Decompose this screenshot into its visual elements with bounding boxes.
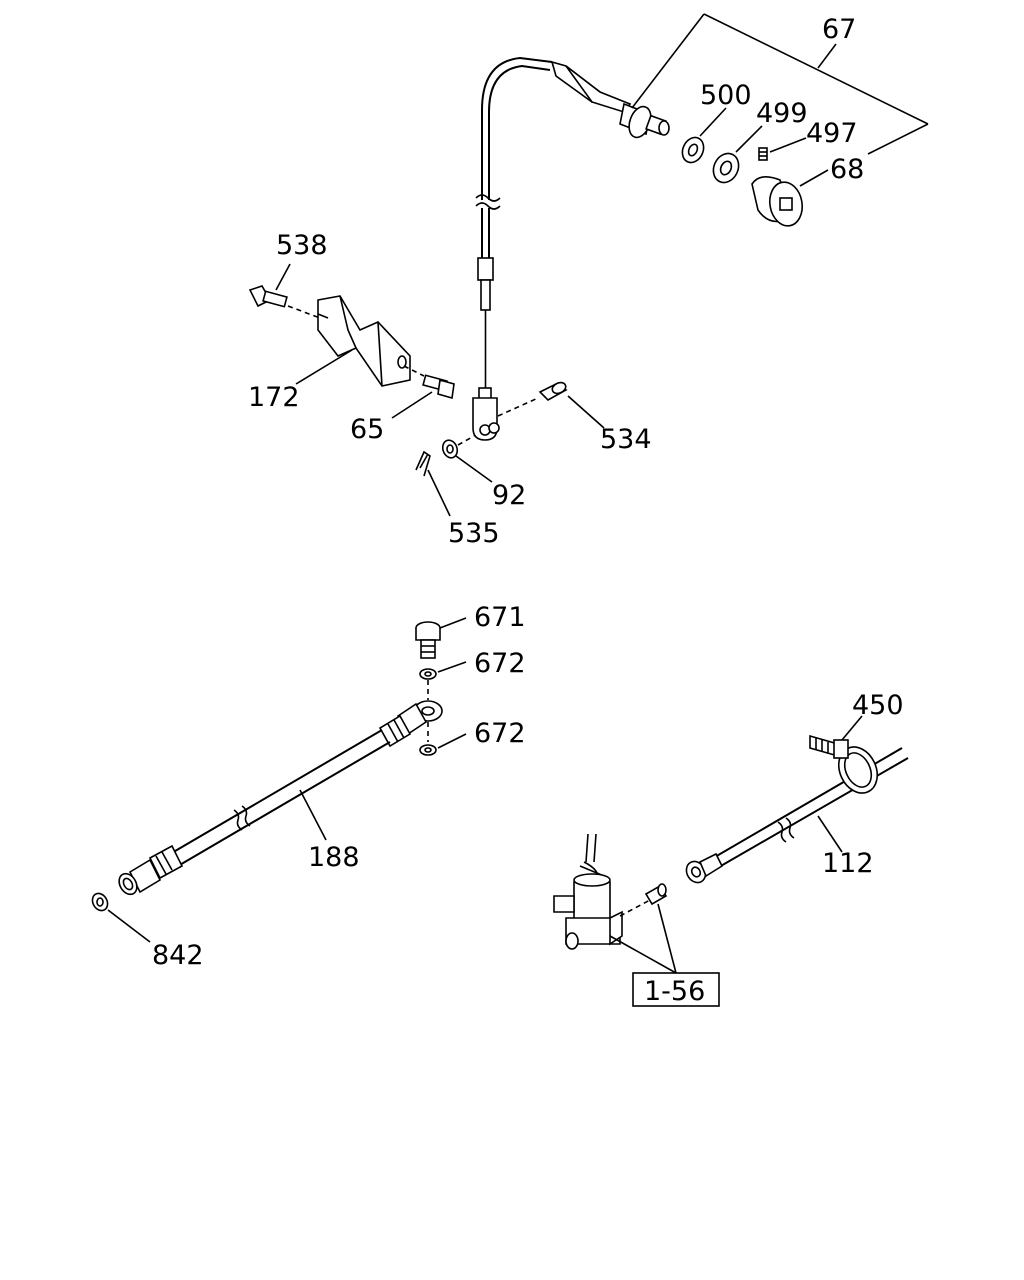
eye-bolt-671 xyxy=(415,621,441,659)
set-screw-497 xyxy=(758,147,768,161)
label-499: 499 xyxy=(756,98,808,129)
label-68: 68 xyxy=(830,154,864,185)
clip-450 xyxy=(809,734,879,794)
leader-538 xyxy=(275,263,291,291)
label-188: 188 xyxy=(308,842,360,873)
leader-535 xyxy=(427,469,451,517)
bolt-538 xyxy=(248,285,321,319)
label-500: 500 xyxy=(700,80,752,111)
label-450: 450 xyxy=(852,690,904,721)
leader-450 xyxy=(841,715,863,741)
washer-92 xyxy=(441,435,475,459)
leader-671 xyxy=(439,617,467,629)
nut-499 xyxy=(712,152,740,184)
label-92: 92 xyxy=(492,480,526,511)
control-cable-assembly xyxy=(472,56,670,441)
bolt-65 xyxy=(403,365,455,400)
washer-842 xyxy=(91,892,109,912)
hose-188 xyxy=(118,700,443,896)
leader-65 xyxy=(391,391,433,419)
cotter-pin-535 xyxy=(415,450,431,477)
knob-68 xyxy=(751,176,804,227)
callout-67-bracket xyxy=(631,13,929,155)
leader-188 xyxy=(299,789,327,841)
label-842: 842 xyxy=(152,940,204,971)
label-497: 497 xyxy=(806,118,858,149)
leader-497 xyxy=(769,137,807,153)
label-672-top: 672 xyxy=(474,648,526,679)
solenoid-valve xyxy=(553,833,623,950)
label-672-bottom: 672 xyxy=(474,718,526,749)
leader-68 xyxy=(799,169,829,187)
leader-112 xyxy=(817,815,843,853)
label-535: 535 xyxy=(448,518,500,549)
leader-92 xyxy=(455,455,493,483)
label-67: 67 xyxy=(822,14,856,45)
leader-842 xyxy=(107,909,151,943)
label-534: 534 xyxy=(600,424,652,455)
label-ref-1-56: 1-56 xyxy=(644,976,705,1007)
washer-672-bottom xyxy=(419,744,437,756)
washer-672-top xyxy=(419,668,437,680)
reference-box-1-56 xyxy=(609,903,720,1007)
leader-499 xyxy=(735,125,763,153)
fitting-connector xyxy=(619,883,668,917)
label-172: 172 xyxy=(248,382,300,413)
leader-172 xyxy=(295,349,353,385)
bracket-172 xyxy=(317,295,411,387)
pin-534 xyxy=(497,381,568,417)
leader-534 xyxy=(567,395,605,429)
label-112: 112 xyxy=(822,848,874,879)
label-538: 538 xyxy=(276,230,328,261)
label-65: 65 xyxy=(350,414,384,445)
leader-672-bottom xyxy=(437,733,467,749)
leader-500 xyxy=(699,107,727,137)
label-671: 671 xyxy=(474,602,526,633)
leader-672-top xyxy=(437,661,467,673)
washer-500 xyxy=(681,136,705,164)
